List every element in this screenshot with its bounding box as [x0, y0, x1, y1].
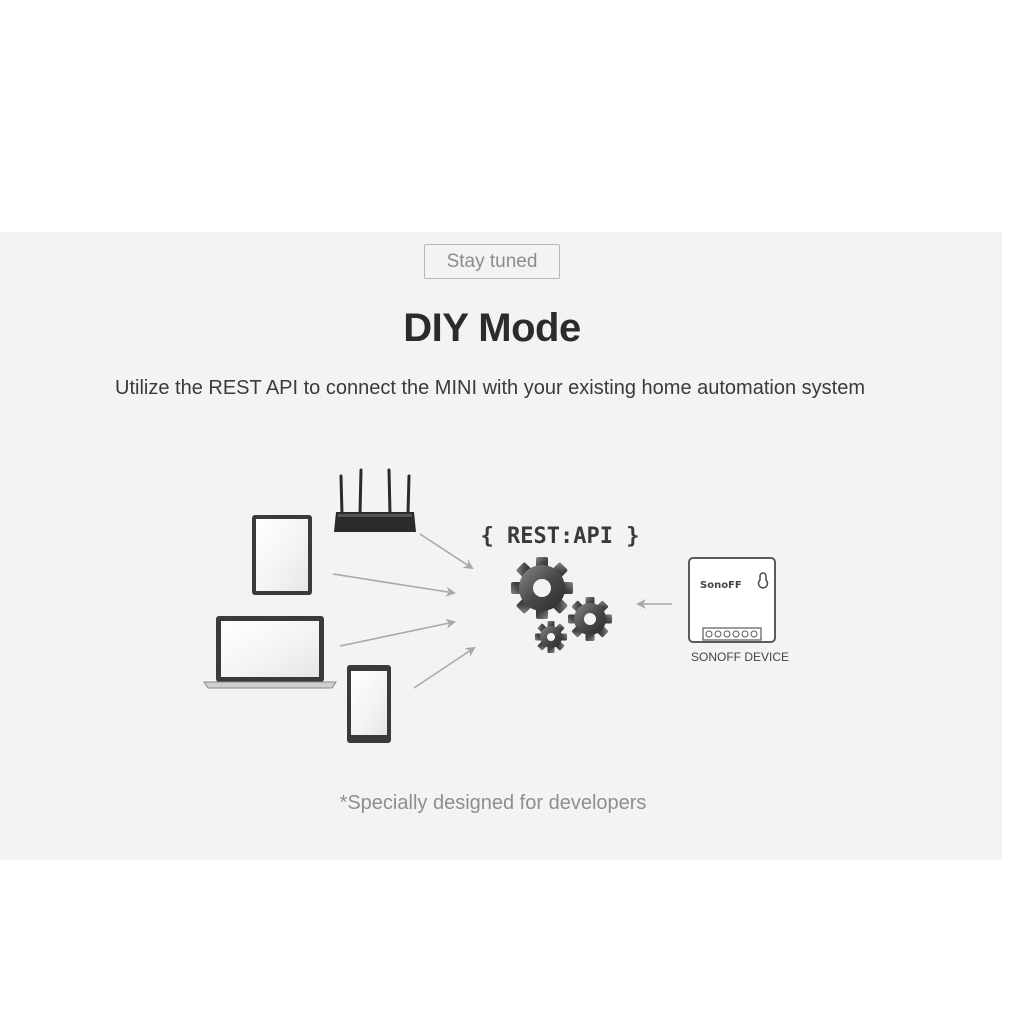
- page-title: DIY Mode: [403, 306, 581, 350]
- gears-icon: [511, 557, 612, 653]
- router-icon: [334, 468, 416, 532]
- rest-api-label: { REST:API }: [480, 524, 640, 549]
- stay-tuned-badge: Stay tuned: [424, 244, 560, 279]
- sonoff-device-label: SONOFF DEVICE: [690, 650, 789, 664]
- sonoff-brand-label: SonoFF: [700, 580, 742, 591]
- phone-icon: [347, 665, 391, 743]
- tablet-icon: [252, 515, 312, 595]
- sonoff-device-icon: [688, 557, 776, 643]
- laptop-icon: [203, 616, 337, 689]
- developer-note: *Specially designed for developers: [339, 792, 647, 814]
- arrows-in: [332, 533, 672, 689]
- diy-mode-panel: [0, 232, 1002, 860]
- page-subtitle: Utilize the REST API to connect the MINI…: [115, 377, 865, 399]
